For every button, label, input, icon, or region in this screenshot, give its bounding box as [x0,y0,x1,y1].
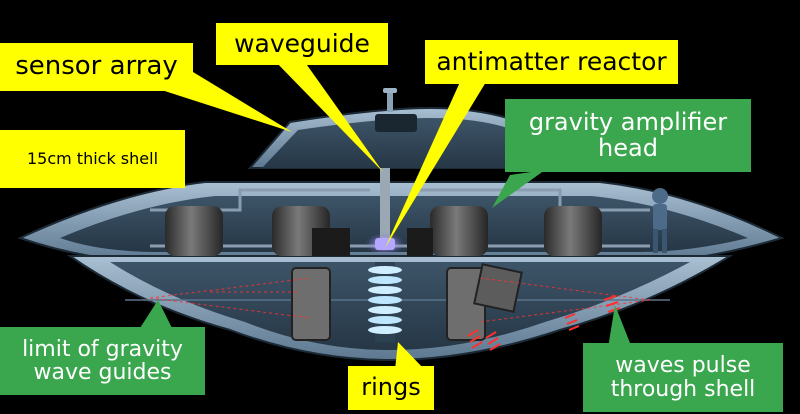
pilot-figure [652,188,668,253]
pointer-amplifier [492,170,545,208]
limit-line-2: wave guides [33,360,172,385]
waveguide-label: waveguide [216,23,388,65]
waves-pulse-label: waves pulse through shell [583,343,783,412]
sensor-array-label: sensor array [0,43,193,91]
pointer-rings [395,342,425,370]
antimatter-reactor-label: antimatter reactor [425,40,678,84]
gravity-amplifier-label: gravity amplifier head [505,99,751,172]
rings-label: rings [348,366,434,410]
pipe-run-right [420,188,650,212]
tank-1 [165,206,223,256]
antenna [387,92,393,112]
gravity-amplifier-line-2: head [598,133,658,162]
limit-of-gravity-wave-guides-label: limit of gravity wave guides [0,327,205,395]
pointer-limit [140,300,172,328]
rings-stack [368,262,402,342]
reactor-core [375,238,395,250]
shell-label: 15cm thick shell [0,130,185,188]
wave-pulse-marks [467,295,621,351]
dome-window [375,114,417,132]
waves-line-2: through shell [610,376,756,402]
waves-line-1: waves pulse [615,353,751,379]
lower-inner [110,262,690,350]
console-left [312,228,350,256]
limit-line-1: limit of gravity [22,336,183,362]
amplifier-pod-left [291,267,331,341]
tank-4 [544,206,602,256]
gravity-wave-lines [149,277,651,323]
amplifier-head-tilted [473,263,523,313]
tank-3 [430,206,488,256]
dome-inner [262,118,548,168]
console-right [407,228,433,256]
gravity-amplifier-line-1: gravity amplifier [528,108,728,137]
pointer-antimatter [385,82,486,248]
pointer-waves [608,305,632,348]
waveguide-column [380,168,390,248]
pointer-waveguide [272,58,383,172]
antenna-cap [383,88,397,93]
